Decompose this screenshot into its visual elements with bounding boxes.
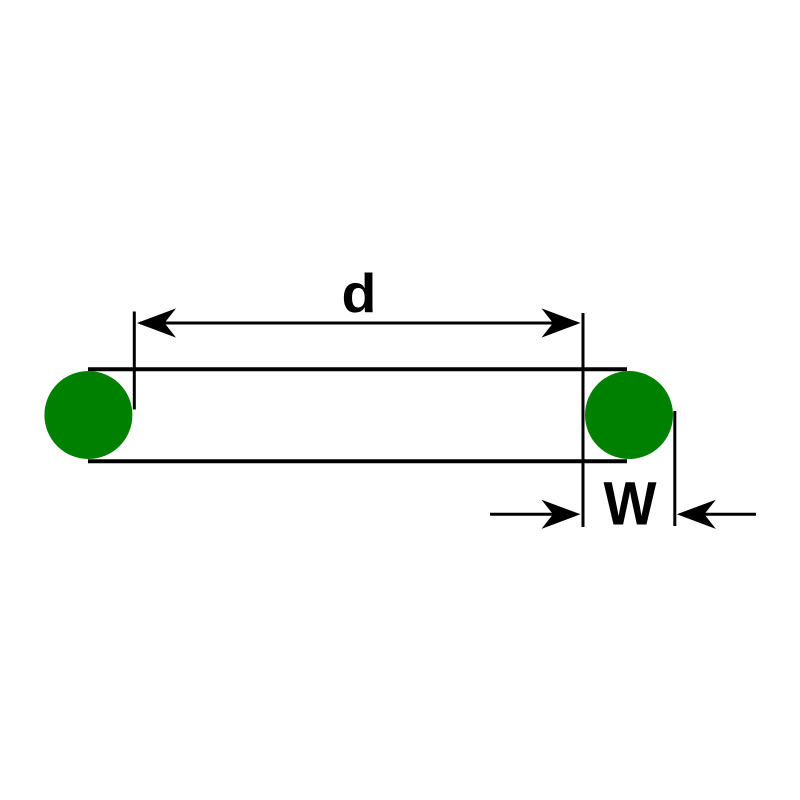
svg-text:d: d bbox=[342, 262, 377, 323]
svg-text:W: W bbox=[604, 470, 657, 538]
